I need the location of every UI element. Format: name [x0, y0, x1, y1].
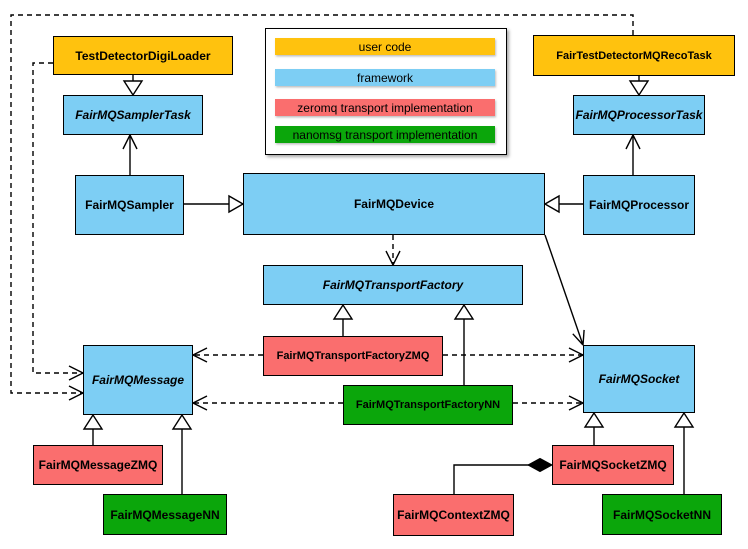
node-fairmqsampler: FairMQSampler: [75, 175, 184, 235]
edge-dependency-fairmqtransportfactorynn-fairmqmessage: [192, 395, 343, 411]
node-fairmqcontextzmq: FairMQContextZMQ: [393, 494, 514, 536]
node-fairmqsamplertask: FairMQSamplerTask: [63, 95, 203, 135]
edge-inheritance-fairtestdetectormqrecotask-fairmqprocessortask: [628, 76, 650, 97]
edge-inheritance-fairmqsocketnn-fairmqsocket: [673, 411, 695, 494]
edge-dependency-fairmqdevice-fairmqtransportfactory: [385, 235, 401, 266]
edge-dependency-fairmqtransportfactoryzmq-fairmqmessage: [192, 347, 263, 363]
edge-inheritance-testdetectordigiloader-fairmqsamplertask: [122, 75, 144, 97]
legend: user code framework zeromq transport imp…: [265, 28, 507, 155]
node-fairmqtransportfactoryzmq: FairMQTransportFactoryZMQ: [263, 336, 443, 376]
node-fairtestdetectormqrecotask: FairTestDetectorMQRecoTask: [533, 35, 735, 76]
edge-dependency-fairtestdetectormqrecotask-fairmqmessage: [10, 14, 634, 401]
edge-dependency-fairmqtransportfactorynn-fairmqsocket: [513, 395, 584, 411]
node-fairmqprocessortask: FairMQProcessorTask: [573, 95, 705, 135]
node-testdetectordigiloader: TestDetectorDigiLoader: [53, 36, 233, 75]
node-fairmqprocessor: FairMQProcessor: [583, 175, 695, 235]
node-fairmqmessage: FairMQMessage: [83, 345, 193, 415]
node-fairmqtransportfactorynn: FairMQTransportFactoryNN: [343, 385, 513, 425]
edge-inheritance-fairmqprocessor-fairmqdevice: [543, 194, 583, 214]
edge-inheritance-fairmqtransportfactoryzmq-fairmqtransportfactory: [332, 303, 354, 336]
edge-inheritance-fairmqsampler-fairmqdevice: [184, 194, 245, 214]
edge-inheritance-fairmqsocketzmq-fairmqsocket: [583, 411, 605, 445]
node-fairmqdevice: FairMQDevice: [243, 173, 545, 235]
edge-dependency-fairmqtransportfactoryzmq-fairmqsocket: [443, 347, 584, 363]
node-fairmqsocketzmq: FairMQSocketZMQ: [552, 445, 674, 485]
edge-inheritance-fairmqmessagenn-fairmqmessage: [171, 413, 193, 494]
edge-dependency-testdetectordigiloader-fairmqmessage: [32, 62, 84, 381]
node-fairmqsocket: FairMQSocket: [583, 345, 695, 413]
node-fairmqmessagezmq: FairMQMessageZMQ: [33, 445, 163, 485]
node-fairmqsocketnn: FairMQSocketNN: [602, 494, 722, 535]
edge-inheritance-fairmqtransportfactorynn-fairmqtransportfactory: [453, 303, 475, 385]
edge-composition-fairmqcontextzmq-fairmqsocketzmq: [453, 457, 554, 494]
node-fairmqmessagenn: FairMQMessageNN: [103, 494, 227, 535]
node-fairmqtransportfactory: FairMQTransportFactory: [263, 265, 523, 305]
legend-item-framework: framework: [275, 69, 495, 86]
edge-association-fairmqsampler-fairmqsamplertask: [122, 134, 138, 175]
edge-association-fairmqprocessor-fairmqprocessortask: [625, 134, 641, 175]
edge-inheritance-fairmqmessagezmq-fairmqmessage: [82, 413, 104, 445]
legend-item-nanomsg: nanomsg transport implementation: [275, 126, 495, 143]
legend-item-zeromq: zeromq transport implementation: [275, 99, 495, 116]
edge-association-fairmqdevice-fairmqsocket: [544, 234, 585, 346]
legend-item-user-code: user code: [275, 38, 495, 55]
